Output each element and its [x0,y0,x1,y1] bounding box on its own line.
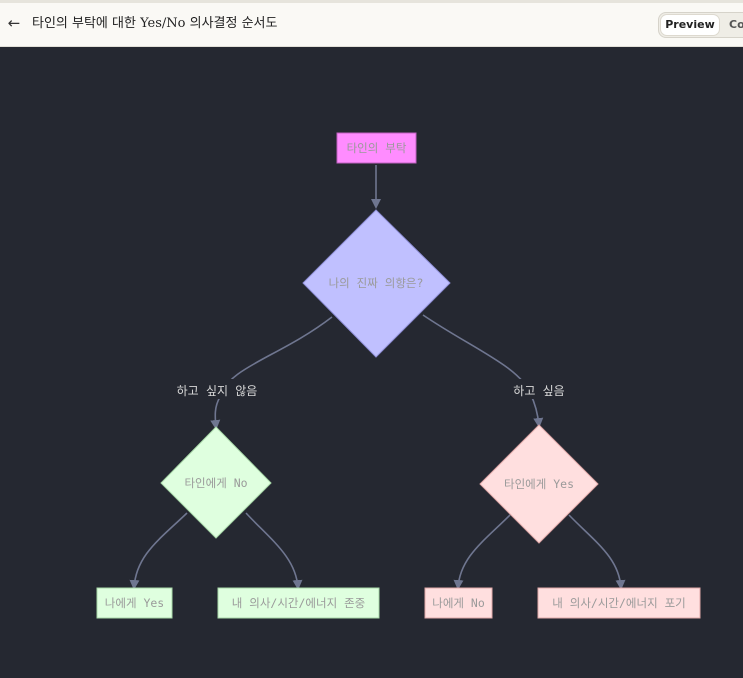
edge-say-yes-to-give-up [568,514,626,590]
node-say-yes [479,424,599,544]
edge-label-want: 하고 싶음 [513,384,564,398]
edge-say-yes-to-self-no [453,514,511,590]
edge-label-bg-want [509,379,571,399]
arrow-left-icon[interactable]: ← [7,14,21,32]
window-top-strip [0,0,743,3]
node-give-up-label: 내 의사/시간/에너지 포기 [552,596,686,610]
node-say-yes-label: 타인에게 Yes [504,477,574,491]
node-decision [302,209,451,358]
node-say-no-label: 타인에게 No [184,476,247,490]
node-decision-label: 나의 진짜 의향은? [329,276,424,290]
edge-decision-to-say-no [210,316,333,430]
node-request [336,132,417,164]
node-respect [217,587,380,619]
view-toggle: Preview Code [658,12,743,38]
artifact-header: ← 타인의 부탁에 대한 Yes/No 의사결정 순서도 Preview Cod… [0,3,743,47]
node-self-yes [96,587,173,619]
node-give-up [537,587,701,619]
node-self-no-label: 나에게 No [432,596,485,610]
node-respect-label: 내 의사/시간/에너지 존중 [232,596,366,610]
node-self-yes-label: 나에게 Yes [105,596,164,610]
node-self-no [424,587,493,619]
diagram-canvas: 하고 싶지 않음 하고 싶음 타인의 부탁 나의 진짜 의향은? 타인에게 No… [0,47,743,674]
edge-decision-to-say-yes [422,314,544,428]
edge-label-bg-not-want [172,379,262,399]
tab-code[interactable]: Code [729,18,743,31]
edge-say-no-to-self-yes [129,512,188,590]
flowchart: 하고 싶지 않음 하고 싶음 타인의 부탁 나의 진짜 의향은? 타인에게 No… [96,132,701,619]
node-say-no [160,426,272,539]
page-title: 타인의 부탁에 대한 Yes/No 의사결정 순서도 [32,16,278,31]
edge-label-not-want: 하고 싶지 않음 [177,384,258,398]
tab-preview[interactable]: Preview [661,15,719,35]
node-request-label: 타인의 부탁 [347,141,407,155]
edge-say-no-to-respect [245,512,303,590]
